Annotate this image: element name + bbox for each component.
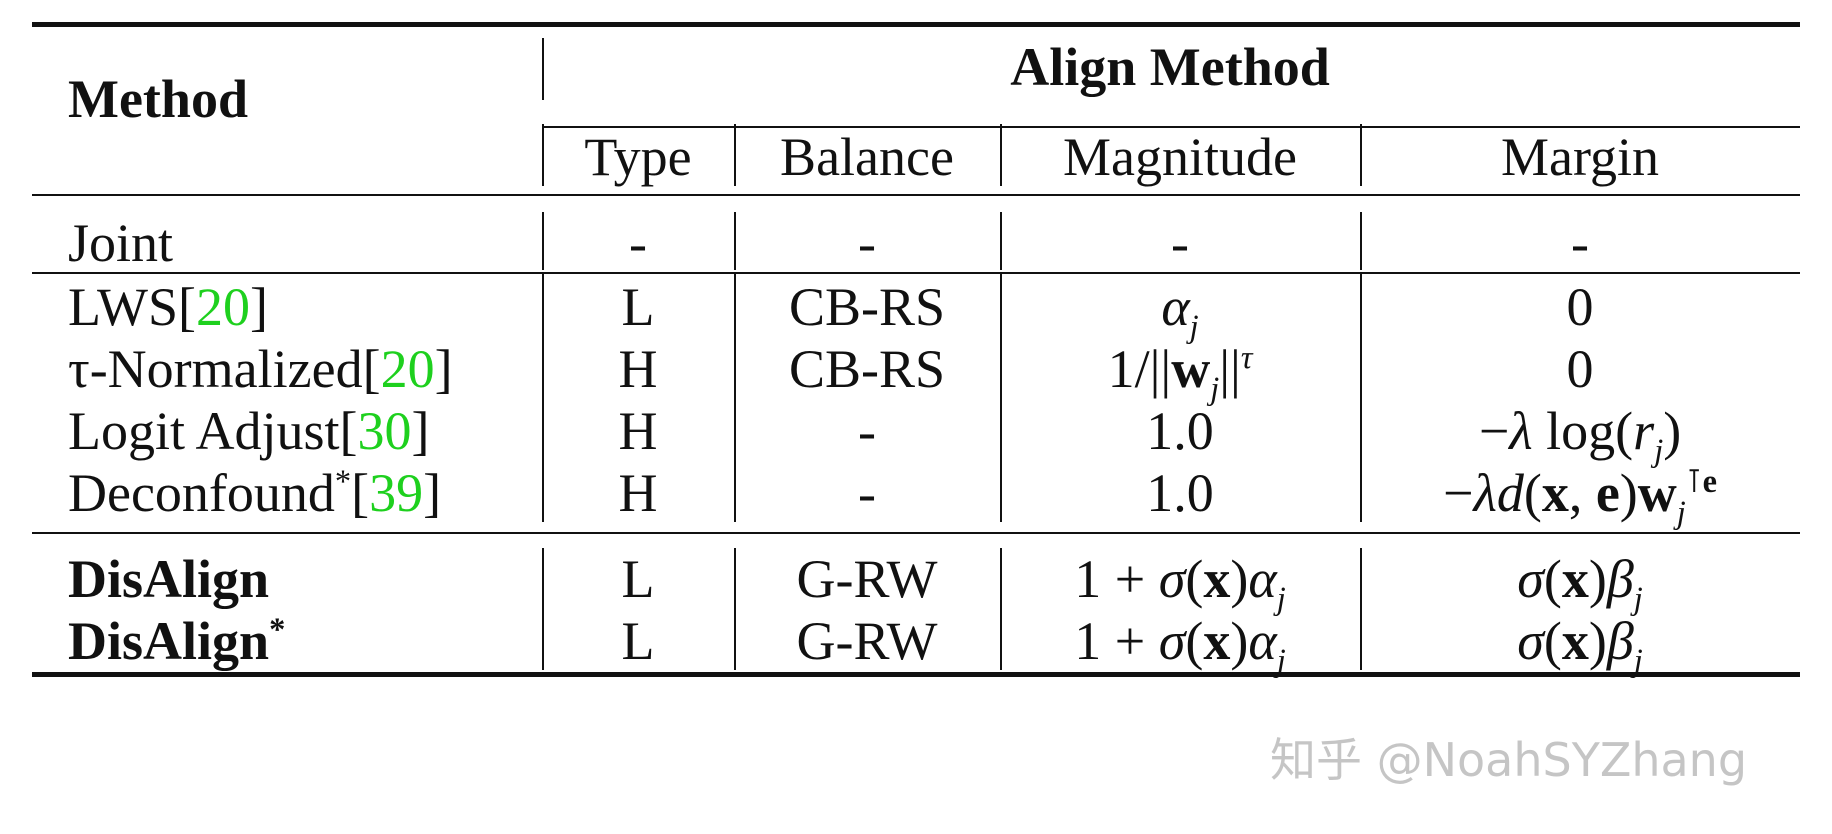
vline-magnitude-sub <box>1360 124 1362 186</box>
row-lws-margin: 0 <box>1566 277 1594 337</box>
vline-3-joint <box>1000 212 1002 270</box>
align-method-header: Align Method <box>1010 37 1330 97</box>
row-lws-type: L <box>621 277 655 337</box>
vline-3-baselines <box>1000 274 1002 522</box>
bottom-rule <box>32 672 1800 677</box>
top-rule <box>32 22 1800 27</box>
balance-header: Balance <box>780 127 954 187</box>
baseline-bottom-rule <box>32 532 1800 534</box>
margin-header: Margin <box>1501 127 1659 187</box>
vline-method-sub <box>542 124 544 186</box>
row-tau-normalized-type: H <box>618 339 658 399</box>
header-bottom-rule <box>32 194 1800 196</box>
row-disalign-method: DisAlign <box>68 549 270 609</box>
row-deconfound-magnitude: 1.0 <box>1146 463 1214 523</box>
vline-4-baselines <box>1360 274 1362 522</box>
vline-type-sub <box>734 124 736 186</box>
vline-balance-sub <box>1000 124 1002 186</box>
vline-2-baselines <box>734 274 736 522</box>
row-lws-method: LWS[20] <box>68 277 268 337</box>
comparison-table: Method Align Method Type Balance Magnitu… <box>32 22 1800 792</box>
row-disalign-type: L <box>621 549 655 609</box>
joint-bottom-rule <box>32 272 1800 274</box>
row-deconfound-balance: - <box>858 463 876 523</box>
row-disalign-star-balance: G-RW <box>796 611 938 671</box>
citation-link[interactable]: 20 <box>195 277 250 337</box>
row-logit-adjust-margin: −λ log(rj) <box>1478 401 1682 469</box>
row-disalign-star-type: L <box>621 611 655 671</box>
vline-4-joint <box>1360 212 1362 270</box>
row-logit-adjust-magnitude: 1.0 <box>1146 401 1214 461</box>
vline-2-disalign <box>734 548 736 670</box>
row-disalign-star-magnitude: 1 + σ(x)αj <box>1074 611 1286 679</box>
row-disalign-magnitude: 1 + σ(x)αj <box>1074 549 1286 617</box>
row-logit-adjust-type: H <box>618 401 658 461</box>
row-deconfound-margin: −λd(x, e)wj⊺e <box>1442 463 1718 531</box>
row-disalign-margin: σ(x)βj <box>1517 549 1643 617</box>
row-disalign-balance: G-RW <box>796 549 938 609</box>
row-joint-balance: - <box>858 213 876 273</box>
watermark: 知乎 @NoahSYZhang <box>1270 733 1748 787</box>
row-tau-normalized-method: τ-Normalized[20] <box>68 339 453 399</box>
row-disalign-star-margin: σ(x)βj <box>1517 611 1643 679</box>
vline-1-baselines <box>542 274 544 522</box>
vline-3-disalign <box>1000 548 1002 670</box>
vline-1-joint <box>542 212 544 270</box>
row-deconfound-method: Deconfound*[39] <box>68 463 442 523</box>
row-joint-type: - <box>629 213 647 273</box>
row-logit-adjust-balance: - <box>858 401 876 461</box>
citation-link[interactable]: 20 <box>380 339 435 399</box>
row-lws-balance: CB-RS <box>788 277 946 337</box>
row-joint-margin: - <box>1571 213 1589 273</box>
method-header: Method <box>68 69 248 129</box>
row-lws-magnitude: αj <box>1161 277 1199 345</box>
vline-method-top <box>542 38 544 100</box>
row-deconfound-type: H <box>618 463 658 523</box>
row-logit-adjust-method: Logit Adjust[30] <box>68 401 430 461</box>
type-header: Type <box>584 127 692 187</box>
citation-link[interactable]: 39 <box>369 463 424 523</box>
row-disalign-star-method: DisAlign* <box>68 611 286 671</box>
row-tau-normalized-balance: CB-RS <box>788 339 946 399</box>
row-tau-normalized-magnitude: 1/||wj||τ <box>1107 339 1253 407</box>
vline-1-disalign <box>542 548 544 670</box>
align-method-rule <box>544 126 1800 128</box>
magnitude-header: Magnitude <box>1063 127 1297 187</box>
row-joint-magnitude: - <box>1171 213 1189 273</box>
vline-2-joint <box>734 212 736 270</box>
row-tau-normalized-margin: 0 <box>1566 339 1594 399</box>
citation-link[interactable]: 30 <box>357 401 412 461</box>
vline-4-disalign <box>1360 548 1362 670</box>
row-joint-method: Joint <box>68 213 174 273</box>
